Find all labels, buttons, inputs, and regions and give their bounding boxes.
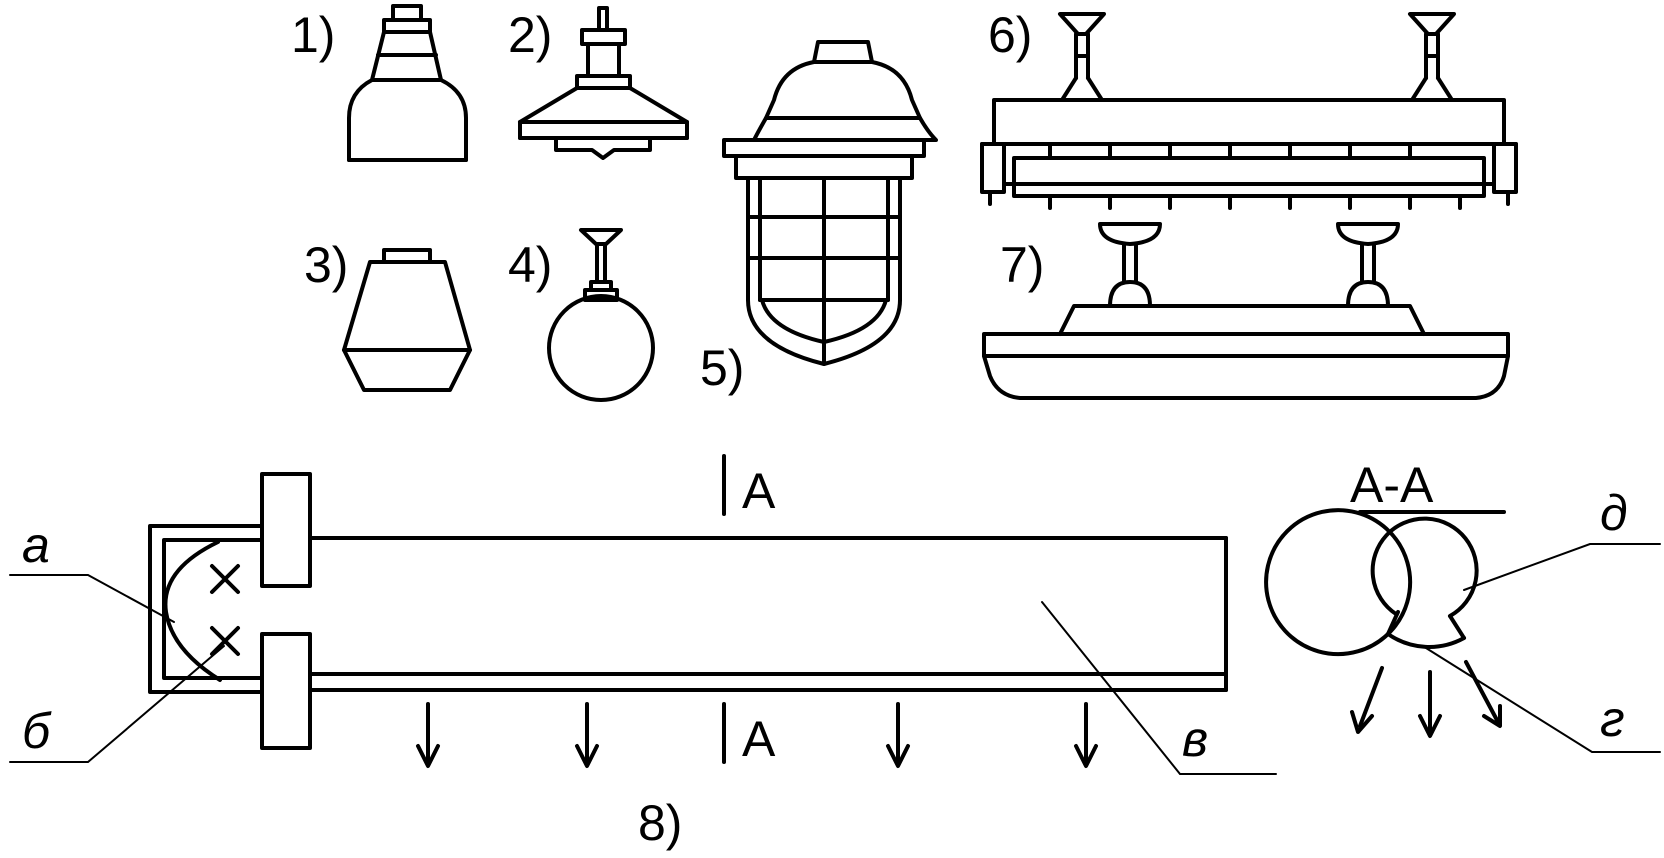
label-1: 1) xyxy=(291,7,335,63)
label-3: 3) xyxy=(304,237,348,293)
luminaire-3 xyxy=(342,248,472,392)
label-a: а xyxy=(22,517,50,573)
luminaire-8-lamp xyxy=(9,454,1277,775)
label-2: 2) xyxy=(508,7,552,63)
luminaire-6 xyxy=(980,12,1518,210)
label-4: 4) xyxy=(508,237,552,293)
section-marker-top: A xyxy=(742,463,776,519)
section-a-a xyxy=(1264,508,1661,753)
label-b: б xyxy=(22,703,52,759)
luminaire-1 xyxy=(347,4,468,162)
luminaire-5 xyxy=(722,40,938,366)
section-title: A-A xyxy=(1350,457,1434,513)
label-5: 5) xyxy=(700,340,744,396)
section-marker-bottom: A xyxy=(742,711,776,767)
label-6: 6) xyxy=(988,7,1032,63)
label-d: д xyxy=(1600,485,1628,541)
label-7: 7) xyxy=(1000,237,1044,293)
luminaire-4 xyxy=(547,228,655,402)
label-v: в xyxy=(1182,711,1208,767)
luminaire-2 xyxy=(518,6,689,160)
label-8: 8) xyxy=(638,795,682,851)
luminaire-7 xyxy=(982,222,1510,400)
label-g: г xyxy=(1600,691,1625,747)
